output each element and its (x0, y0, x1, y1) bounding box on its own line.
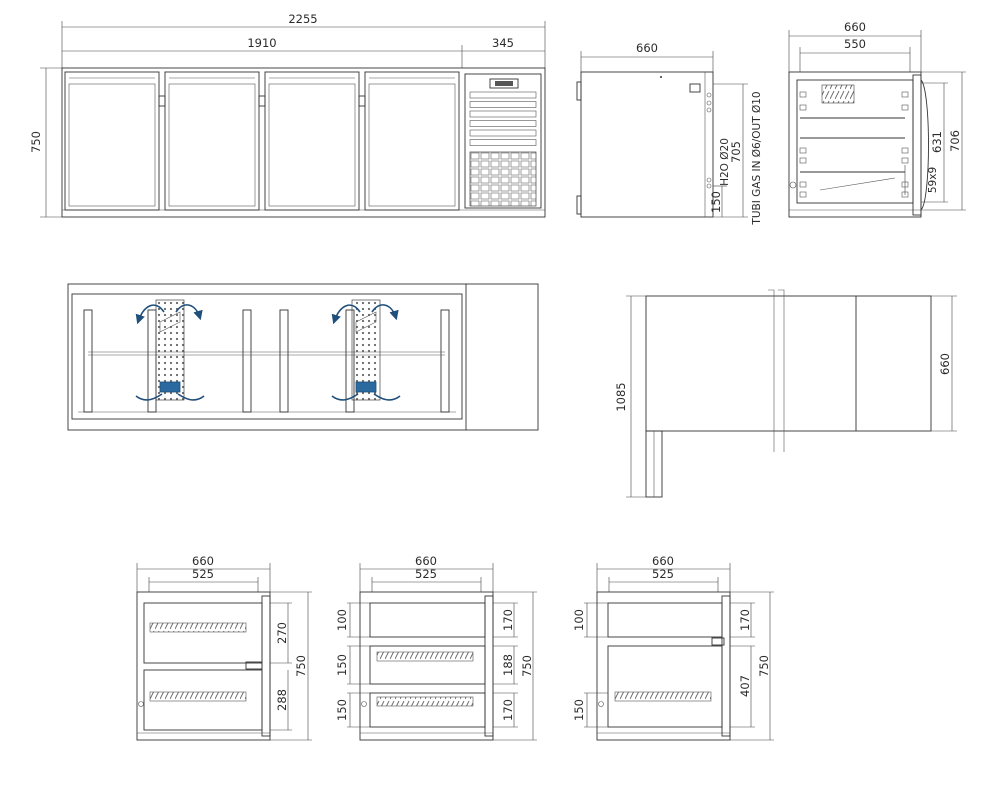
door-3 (264, 71, 360, 211)
top-depth: 660 (938, 353, 952, 375)
door-2 (164, 71, 260, 211)
door-1 (64, 71, 160, 211)
front-total-width: 2255 (288, 12, 317, 26)
v3-width: 660 (652, 554, 674, 568)
section-pass-size: 59x9 (927, 167, 939, 193)
front-engine-width: 345 (492, 36, 514, 50)
v2-left1: 100 (335, 609, 349, 631)
v3-left1: 100 (572, 609, 586, 631)
front-view: 2255 1910 345 750 (29, 12, 546, 218)
gas-connection: TUBI GAS IN Ø6/OUT Ø10 (751, 91, 763, 225)
variant-2: 660 525 100 150 150 170 188 (335, 554, 537, 741)
front-height: 750 (29, 131, 43, 153)
top-view: 1085 660 (614, 289, 957, 498)
v2-left2: 150 (335, 654, 349, 676)
v2-drawer3: 170 (501, 699, 515, 721)
plan-view (67, 283, 539, 431)
section-height-631: 631 (930, 131, 944, 153)
v1-width: 660 (192, 554, 214, 568)
v2-width: 660 (415, 554, 437, 568)
v1-drawer1: 270 (275, 622, 289, 644)
side-depth: 660 (636, 41, 658, 55)
v3-left2: 150 (572, 699, 586, 721)
v1-drawer2: 288 (275, 689, 289, 711)
variant-1: 660 525 270 288 750 (136, 554, 312, 741)
top-length: 1085 (614, 382, 628, 411)
v1-inner: 525 (192, 567, 214, 581)
v3-inner: 525 (652, 567, 674, 581)
side-height-705: 705 (729, 141, 743, 163)
front-cabinet-width: 1910 (247, 36, 276, 50)
v3-height: 750 (757, 655, 771, 677)
section-inner-depth: 550 (844, 37, 866, 51)
section-outer-depth: 660 (844, 20, 866, 34)
v2-inner: 525 (415, 567, 437, 581)
front-doors (64, 71, 460, 211)
side-view: 660 705 150 H2O Ø20 TUBI GAS IN Ø6/OUT Ø… (576, 41, 763, 226)
section-view: 660 550 631 706 59x9 (788, 20, 966, 218)
water-connection: H2O Ø20 (719, 138, 731, 186)
v2-drawer2: 188 (501, 654, 515, 676)
v2-height: 750 (520, 655, 534, 677)
v2-left3: 150 (335, 699, 349, 721)
v3-drawer1: 170 (738, 609, 752, 631)
door-4 (364, 71, 460, 211)
variant-3: 660 525 100 150 170 407 750 (572, 554, 774, 741)
v3-drawer2: 407 (738, 675, 752, 697)
v2-drawer1: 170 (501, 609, 515, 631)
side-height-150: 150 (709, 191, 723, 213)
v1-height: 750 (294, 655, 308, 677)
section-height-706: 706 (948, 130, 962, 152)
